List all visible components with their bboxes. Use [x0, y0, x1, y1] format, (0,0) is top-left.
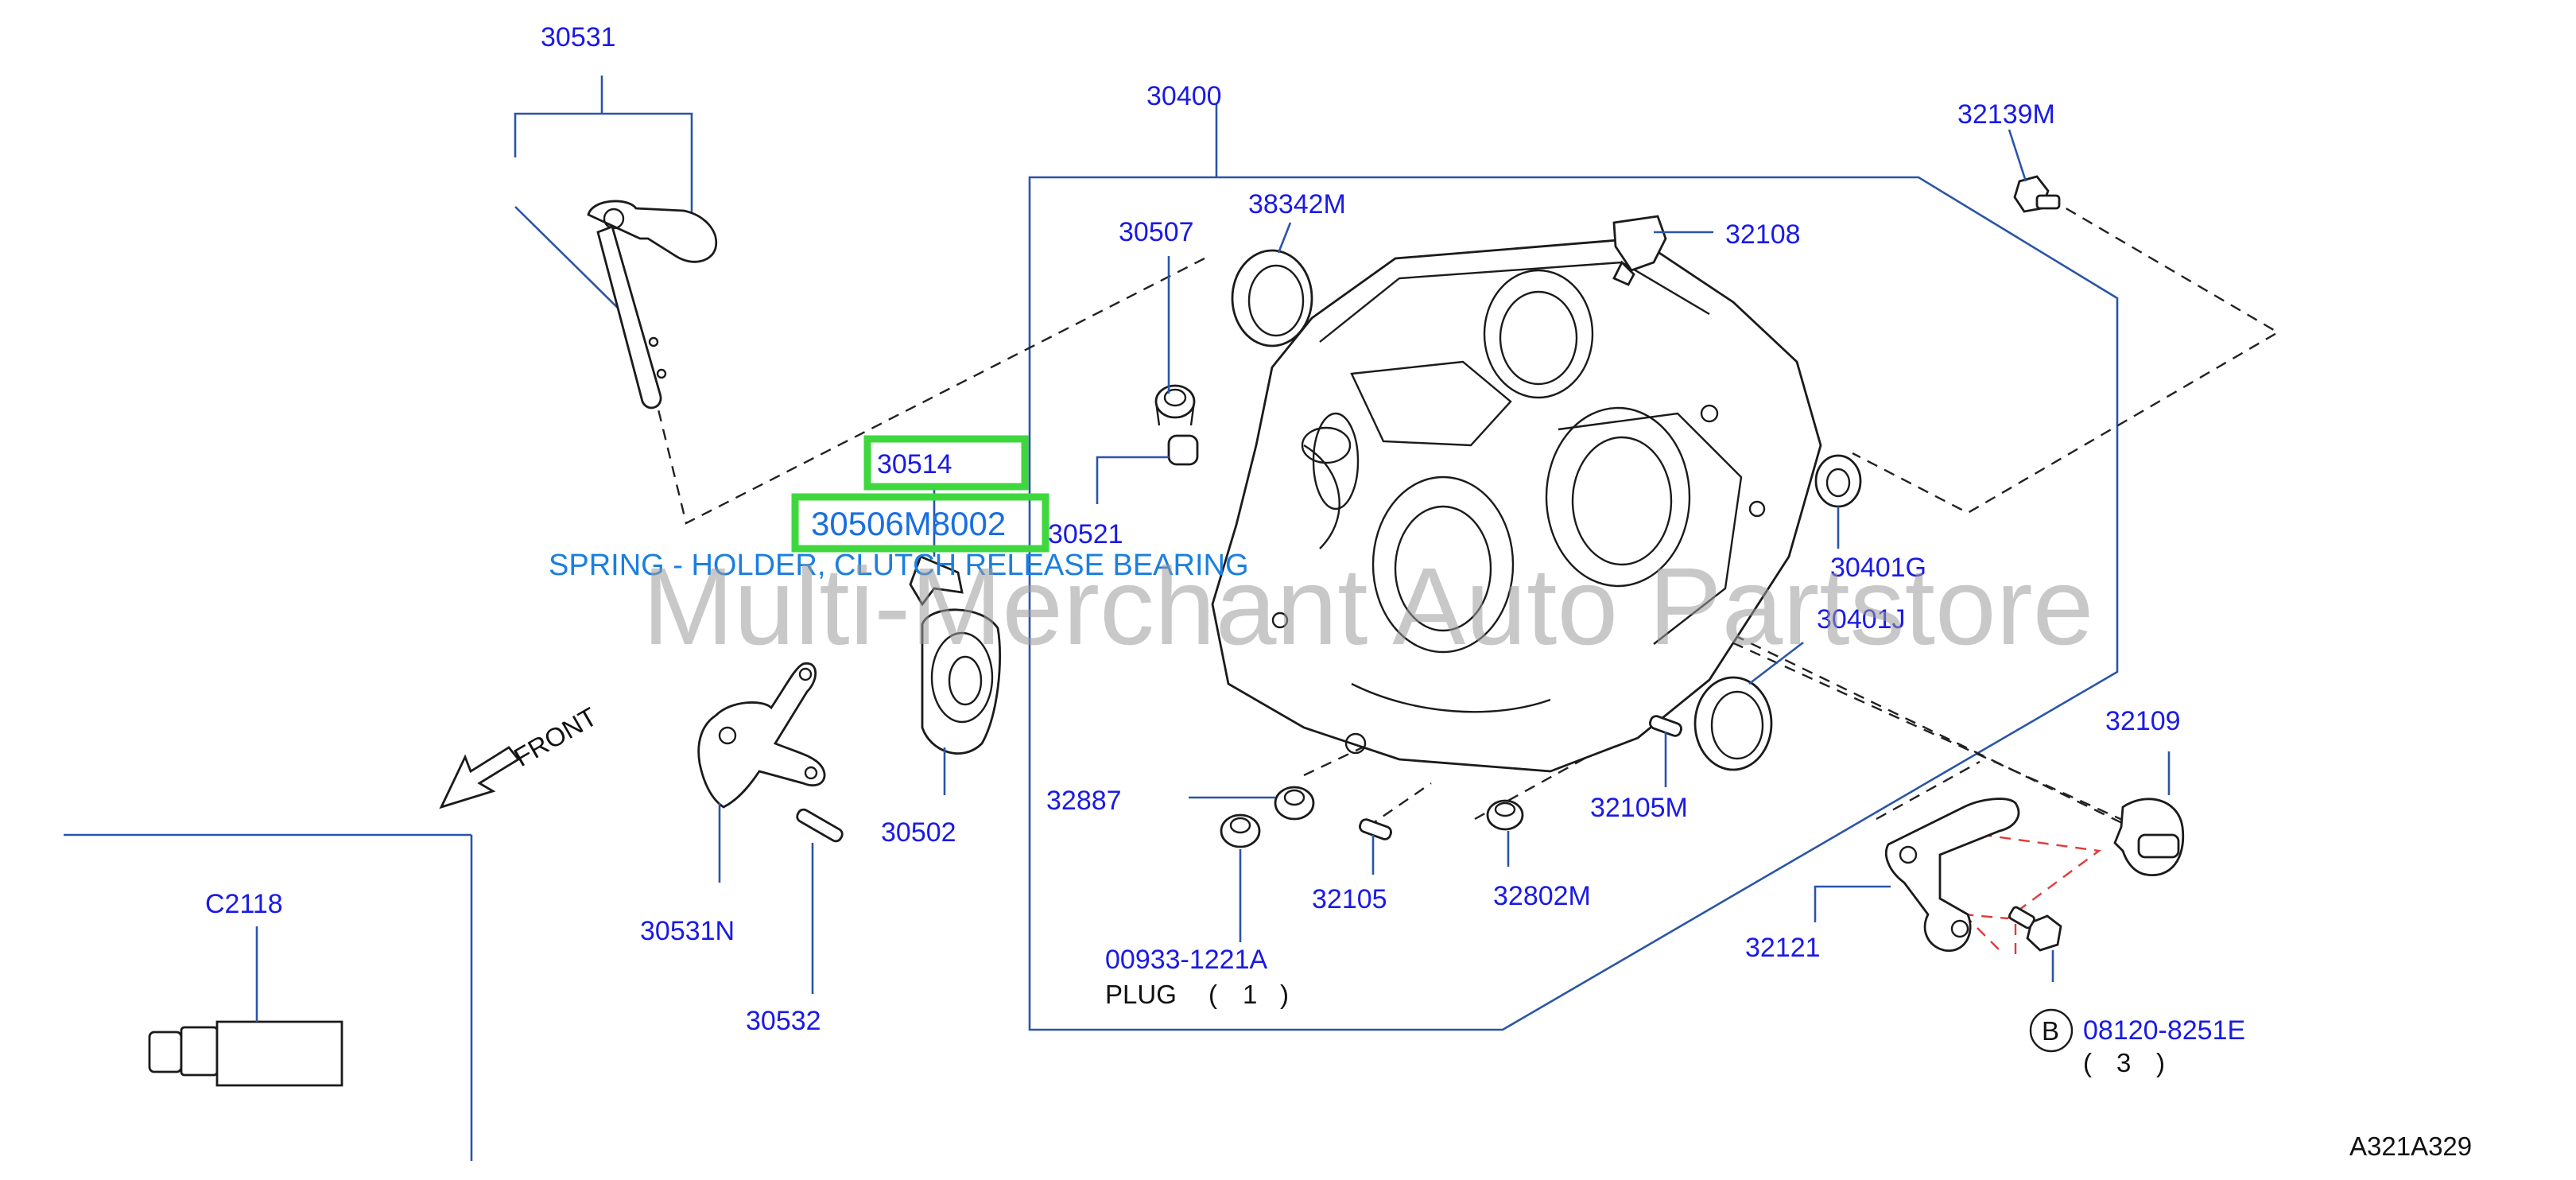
shift-lever-part — [587, 200, 718, 410]
callout-30401g[interactable]: 30401G — [1830, 553, 1926, 583]
plug-paren-open: ( — [1208, 980, 1217, 1009]
callout-c2118[interactable]: C2118 — [205, 889, 283, 919]
callout-32108[interactable]: 32108 — [1725, 219, 1801, 250]
transmission-case-part — [1211, 237, 1822, 773]
dashed-outline-left — [657, 257, 1205, 525]
bolt-qty: 3 — [2116, 1048, 2131, 1077]
plug-qty: 1 — [1243, 980, 1257, 1009]
plug-note: PLUG — [1105, 980, 1177, 1009]
bracket-30531 — [514, 112, 693, 223]
release-bearing-30502 — [921, 608, 1002, 755]
front-label: FRONT — [509, 701, 602, 772]
bolt-b-circle-icon — [2029, 1008, 2074, 1053]
callout-32121[interactable]: 32121 — [1745, 933, 1821, 963]
callout-30506m8002[interactable]: 30506M8002 — [811, 505, 1006, 542]
withdrawal-fork-30531n — [697, 662, 826, 809]
callout-30400[interactable]: 30400 — [1146, 81, 1222, 111]
bushing-32802m — [1486, 799, 1524, 831]
bolt-b — [2008, 906, 2062, 952]
pin-30532 — [796, 808, 844, 843]
bolt-b-letter: B — [2042, 1016, 2059, 1046]
plug-paren-close: ) — [1280, 980, 1289, 1009]
dashed-outline-right — [1852, 197, 2280, 514]
assembly-outline — [1028, 176, 2119, 1031]
cover-32109 — [2113, 798, 2185, 877]
bolt-paren-open: ( — [2083, 1048, 2092, 1077]
seal-30401g — [1814, 454, 1862, 508]
callout-32105m[interactable]: 32105M — [1590, 793, 1688, 823]
callout-32887[interactable]: 32887 — [1046, 786, 1122, 816]
callout-32802m[interactable]: 32802M — [1493, 881, 1591, 911]
highlight-30506m8002 — [791, 493, 1049, 553]
callout-32109[interactable]: 32109 — [2105, 706, 2181, 736]
bolt-32139m — [2013, 175, 2061, 213]
callout-32105[interactable]: 32105 — [1312, 884, 1387, 914]
red-dashed-guide — [1923, 825, 2102, 920]
callout-30401j[interactable]: 30401J — [1817, 604, 1906, 635]
bolt-paren-close: ) — [2156, 1048, 2165, 1077]
callout-08120-8251e[interactable]: 08120-8251E — [2083, 1015, 2245, 1046]
dowel-32105m — [1649, 715, 1682, 737]
watermark: Multi-Merchant Auto Partstore — [642, 545, 2093, 668]
switch-32108 — [1612, 215, 1667, 286]
bushing-30507 — [1154, 384, 1196, 426]
callout-30521[interactable]: 30521 — [1048, 519, 1123, 549]
plug-00933 — [1220, 813, 1261, 848]
callout-32139m[interactable]: 32139M — [1957, 99, 2055, 130]
callout-00933-1221a[interactable]: 00933-1221A — [1105, 945, 1268, 975]
callout-30532[interactable]: 30532 — [746, 1006, 821, 1036]
bracket-32121 — [1884, 798, 2020, 953]
grease-tube-c2118 — [148, 1020, 343, 1087]
front-arrow-icon — [439, 746, 521, 809]
callout-30531[interactable]: 30531 — [541, 22, 616, 52]
callout-30507[interactable]: 30507 — [1119, 217, 1194, 247]
callout-38342m[interactable]: 38342M — [1248, 189, 1346, 219]
callout-30531n[interactable]: 30531N — [640, 916, 735, 946]
seal-30401j — [1693, 676, 1773, 771]
cap-30521 — [1167, 434, 1199, 466]
bushing-32887 — [1274, 786, 1315, 821]
diagram-code: A321A329 — [2349, 1131, 2472, 1161]
highlight-30514 — [863, 435, 1029, 491]
spring-holder-30506 — [909, 555, 964, 607]
selected-part-description: SPRING - HOLDER, CLUTCH RELEASE BEARING — [549, 549, 1249, 582]
callout-30514[interactable]: 30514 — [877, 449, 952, 479]
oil-seal-38342m — [1231, 249, 1313, 347]
callout-30502[interactable]: 30502 — [881, 817, 956, 848]
